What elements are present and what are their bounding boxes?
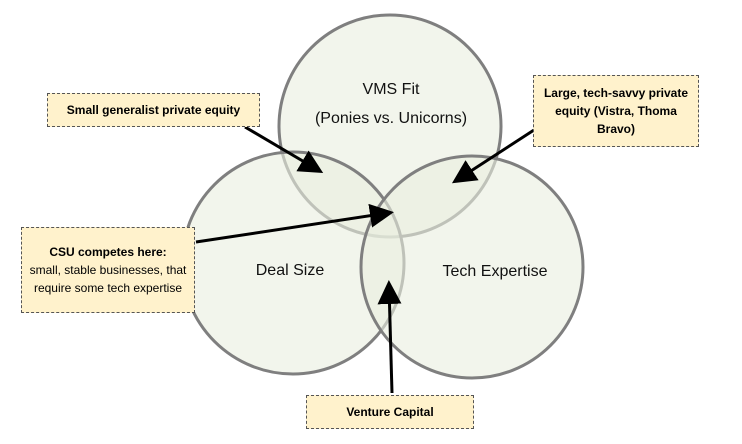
vms-fit-sublabel: (Ponies vs. Unicorns) <box>315 110 467 127</box>
callout-venture-capital-text: Venture Capital <box>346 405 434 419</box>
callout-venture-capital: Venture Capital <box>306 395 474 429</box>
arrow-large-techsavvy <box>451 128 535 184</box>
callout-large-techsavvy: Large, tech-savvy private equity (Vistra… <box>533 75 699 147</box>
arrow-venture-capital <box>377 280 402 394</box>
arrow-small-generalist <box>244 125 324 174</box>
tech-expertise-label: Tech Expertise <box>443 263 548 280</box>
callout-small-generalist-text: Small generalist private equity <box>66 103 241 117</box>
callout-small-generalist: Small generalist private equity <box>47 93 260 127</box>
callout-csu-title: CSU competes here: <box>49 245 167 259</box>
callout-csu-body: small, stable businesses, that require s… <box>29 263 187 295</box>
vms-fit-label: VMS Fit <box>363 81 420 98</box>
circle-tech-expertise <box>359 154 585 380</box>
venn-circles <box>180 13 585 380</box>
callout-large-techsavvy-text: Large, tech-savvy private equity (Vistra… <box>543 86 689 136</box>
deal-size-label: Deal Size <box>256 262 325 279</box>
arrow-csu <box>195 203 394 244</box>
arrows <box>195 125 535 394</box>
callout-csu: CSU competes here: small, stable busines… <box>21 227 195 313</box>
